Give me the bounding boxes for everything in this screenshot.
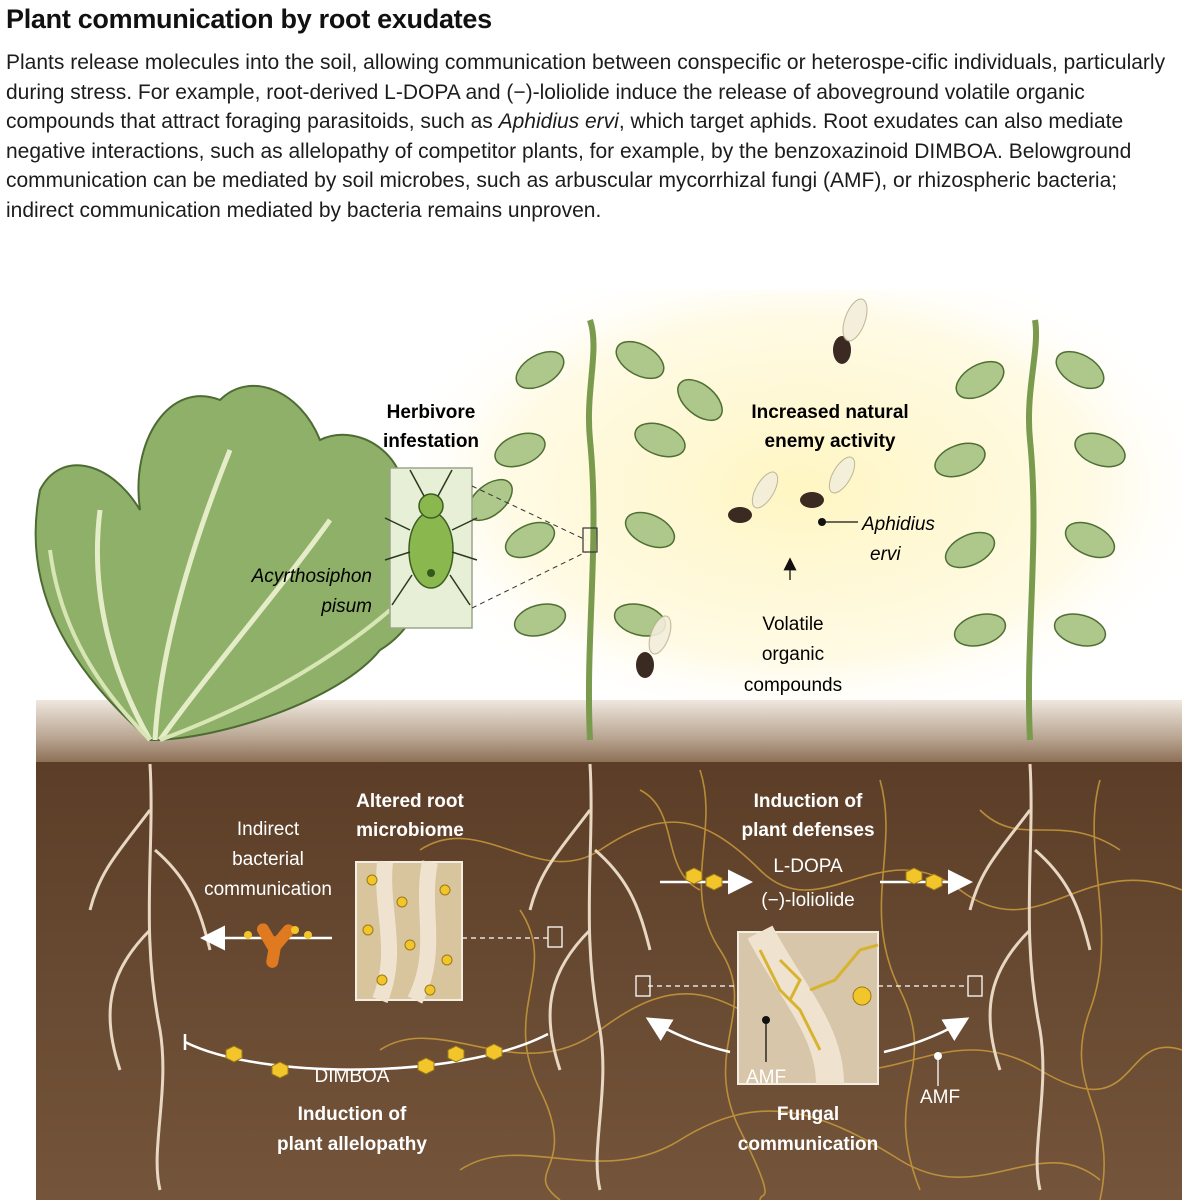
defense-arrows	[660, 867, 973, 895]
caption: Plants release molecules into the soil, …	[6, 48, 1178, 225]
wasp-label-2: ervi	[870, 544, 901, 565]
illustration-svg: Herbivore infestation Increased natural …	[34, 290, 1182, 1200]
defense-label-2: plant defenses	[741, 820, 874, 841]
loliolide-label: (−)-loliolide	[761, 890, 854, 911]
figure-labels: Herbivore infestation Increased natural …	[204, 402, 960, 1155]
right-plant	[934, 319, 1126, 741]
fungal-label-2: communication	[738, 1134, 878, 1155]
wasps	[636, 298, 868, 678]
allelopathy-label-2: plant allelopathy	[277, 1134, 427, 1155]
herbivore-label-1: Herbivore	[387, 402, 476, 423]
aphid-label-2: pisum	[320, 596, 372, 617]
microbiome-label-1: Altered root	[356, 791, 464, 812]
bacteria-cluster	[200, 923, 332, 968]
soil	[36, 762, 1182, 1200]
dimboa-arc	[183, 1032, 549, 1079]
microbiome-label-2: microbiome	[356, 820, 464, 841]
ldopa-label: L-DOPA	[773, 856, 843, 877]
dimboa-label: DIMBOA	[315, 1066, 390, 1087]
amf-inset-label: AMF	[746, 1067, 786, 1088]
amf-right-label: AMF	[920, 1087, 960, 1108]
fungal-inset	[635, 925, 983, 1086]
wasp-label-1: Aphidius	[861, 514, 935, 535]
indirect-label-3: communication	[204, 879, 332, 900]
caption-ldopa-l: L	[384, 80, 396, 104]
illustration: Herbivore infestation Increased natural …	[0, 290, 1182, 1200]
allelopathy-label-1: Induction of	[298, 1104, 407, 1125]
left-plant	[34, 384, 426, 742]
indirect-label-2: bacterial	[232, 849, 304, 870]
indirect-label-1: Indirect	[237, 819, 300, 840]
voc-label-3: compounds	[744, 675, 842, 696]
caption-part2: -DOPA and (−)-loliolide induce the relea…	[6, 80, 1085, 134]
voc-label-1: Volatile	[762, 614, 823, 635]
aphid-inset	[384, 467, 598, 629]
aphid-label-1: Acyrthosiphon	[251, 566, 372, 587]
caption-part3: , which target aphids. Root exudates can…	[6, 110, 1132, 222]
herbivore-label-2: infestation	[383, 431, 479, 452]
caption-part1: Plants release molecules into the soil, …	[6, 51, 1166, 104]
microbiome-inset	[355, 860, 563, 1004]
fungal-label-1: Fungal	[777, 1104, 839, 1125]
page-title: Plant communication by root exudates	[6, 4, 492, 34]
caption-species: Aphidius ervi	[498, 110, 619, 133]
enemy-label-1: Increased natural	[751, 402, 908, 423]
middle-plant	[467, 319, 723, 741]
voc-label-2: organic	[762, 644, 824, 665]
enemy-label-2: enemy activity	[765, 431, 896, 452]
roots	[88, 763, 1092, 1191]
fungal-hyphae	[379, 769, 1182, 1200]
defense-label-1: Induction of	[754, 791, 863, 812]
